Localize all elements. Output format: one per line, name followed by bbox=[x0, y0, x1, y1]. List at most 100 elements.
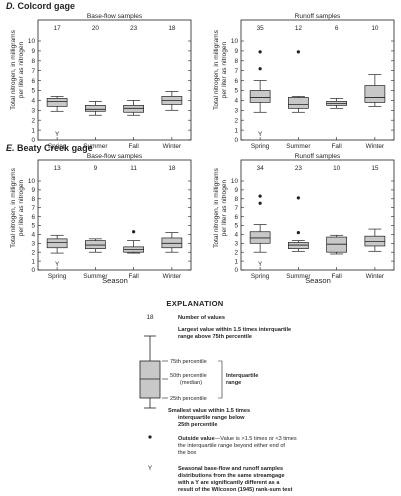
y-tick-label: 0 bbox=[31, 137, 35, 144]
legend-outside-line3: the box bbox=[178, 450, 197, 456]
y-tick-label: 8 bbox=[31, 196, 35, 203]
y-tick-label: 1 bbox=[234, 127, 238, 134]
iqr-box bbox=[85, 240, 106, 249]
panel-title: Runoff samples bbox=[295, 13, 341, 20]
y-tick-label: 1 bbox=[234, 258, 238, 265]
y-tick-label: 6 bbox=[234, 78, 238, 85]
iqr-box bbox=[249, 231, 271, 244]
panel-4: Runoff samples012345678910Spring34Summer… bbox=[231, 153, 395, 280]
legend-p50-line1: 50th percentile bbox=[170, 373, 207, 379]
y-tick-label: 6 bbox=[31, 214, 35, 221]
y-tick-label: 4 bbox=[31, 232, 35, 239]
outlier-point bbox=[296, 231, 300, 235]
y-tick-label: 2 bbox=[31, 249, 35, 256]
y-tick-label: 5 bbox=[31, 88, 35, 95]
legend-outside-line1: Outside value—Value is >1.5 times or <3 … bbox=[178, 436, 297, 442]
x-tick-label: Spring bbox=[48, 273, 67, 280]
sample-count: 9 bbox=[94, 165, 98, 172]
panel-title: Base-flow samples bbox=[87, 13, 143, 20]
x-tick-label: Fall bbox=[331, 143, 341, 150]
legend-y-line3: with a Y are significantly different as … bbox=[177, 480, 280, 486]
panel-d-heading: D. Colcord gage bbox=[6, 1, 75, 11]
y-tick-label: 8 bbox=[234, 58, 238, 65]
ylabel-e2-line2: per liter as nitrogen bbox=[221, 179, 228, 236]
sample-count: 11 bbox=[130, 165, 137, 172]
sample-count: 13 bbox=[54, 165, 62, 172]
y-tick-label: 10 bbox=[28, 38, 36, 45]
plot-frame bbox=[37, 19, 192, 141]
x-tick-label: Spring bbox=[251, 143, 270, 150]
sample-count: 23 bbox=[130, 25, 138, 32]
y-tick-label: 2 bbox=[234, 117, 238, 124]
y-tick-label: 9 bbox=[234, 187, 238, 194]
panel-1: Base-flow samples012345678910Spring17Sum… bbox=[28, 13, 192, 150]
sample-count: 18 bbox=[168, 165, 176, 172]
significance-marker: Y bbox=[258, 261, 263, 268]
ylabel-e-line1: Total nitrogen, in milligrams bbox=[10, 167, 17, 248]
sample-count: 35 bbox=[257, 25, 265, 32]
sample-count: 15 bbox=[371, 165, 379, 172]
sample-count: 20 bbox=[92, 25, 100, 32]
y-tick-label: 3 bbox=[31, 241, 35, 248]
legend-outside-bold: Outside value bbox=[178, 436, 215, 442]
plot-frame bbox=[240, 159, 395, 271]
panel-d-name: Colcord gage bbox=[18, 1, 76, 11]
legend-outside-value-dot bbox=[148, 435, 152, 439]
sample-count: 10 bbox=[333, 165, 341, 172]
legend-count-example: 18 bbox=[146, 314, 154, 321]
panel-2: Runoff samples012345678910Spring35Summer… bbox=[231, 13, 395, 150]
legend-y-line1: Seasonal base-flow and runoff samples bbox=[178, 466, 283, 472]
y-tick-label: 4 bbox=[31, 98, 35, 105]
y-tick-label: 0 bbox=[234, 267, 238, 274]
y-tick-label: 8 bbox=[31, 58, 35, 65]
y-tick-label: 7 bbox=[31, 205, 35, 212]
iqr-box bbox=[123, 104, 144, 113]
legend-iqr-bracket bbox=[218, 360, 223, 399]
iqr-box bbox=[288, 97, 309, 109]
significance-marker: Y bbox=[258, 131, 263, 138]
y-tick-label: 9 bbox=[234, 48, 238, 55]
legend-upper-whisker-line2: range above 75th percentile bbox=[178, 334, 252, 340]
y-tick-label: 1 bbox=[31, 127, 35, 134]
y-tick-label: 7 bbox=[234, 205, 238, 212]
x-tick-label: Winter bbox=[366, 273, 385, 280]
xlabel-e-right: Season bbox=[305, 276, 331, 285]
panel-3: Base-flow samples012345678910Spring13Sum… bbox=[28, 153, 192, 280]
x-tick-label: Spring bbox=[251, 273, 270, 280]
iqr-box bbox=[364, 85, 386, 103]
panel-title: Base-flow samples bbox=[87, 153, 143, 160]
legend-lower-whisker-line3: 25th percentile bbox=[178, 422, 217, 428]
x-tick-label: Summer bbox=[286, 143, 311, 150]
panel-e-letter: E. bbox=[6, 143, 15, 153]
y-tick-label: 9 bbox=[31, 187, 35, 194]
y-tick-label: 10 bbox=[28, 178, 36, 185]
iqr-box bbox=[161, 237, 183, 249]
ylabel-d2-line1: Total nitrogen, in milligrams bbox=[213, 29, 220, 110]
y-tick-label: 3 bbox=[234, 108, 238, 115]
y-tick-label: 3 bbox=[234, 241, 238, 248]
sample-count: 6 bbox=[335, 25, 339, 32]
outlier-point bbox=[296, 196, 300, 200]
iqr-box bbox=[46, 238, 68, 249]
legend-upper-whisker-line1: Largest value within 1.5 times interquar… bbox=[178, 327, 291, 333]
explanation-legend: EXPLANATION 18 Number of values Largest … bbox=[139, 299, 297, 493]
legend-box bbox=[139, 360, 161, 399]
y-tick-label: 3 bbox=[31, 108, 35, 115]
iqr-box bbox=[46, 98, 68, 107]
y-tick-label: 4 bbox=[234, 98, 238, 105]
y-tick-label: 9 bbox=[31, 48, 35, 55]
y-tick-label: 10 bbox=[231, 38, 239, 45]
y-tick-label: 0 bbox=[31, 267, 35, 274]
x-tick-label: Fall bbox=[331, 273, 341, 280]
outlier-point bbox=[258, 201, 262, 205]
sample-count: 23 bbox=[295, 165, 303, 172]
significance-marker: Y bbox=[55, 261, 60, 268]
sample-count: 34 bbox=[257, 165, 265, 172]
sample-count: 10 bbox=[371, 25, 379, 32]
y-tick-label: 0 bbox=[234, 137, 238, 144]
panel-e-name: Beaty Creek gage bbox=[17, 143, 93, 153]
ylabel-d-line2: per liter as nitrogen bbox=[18, 41, 25, 98]
legend-lower-whisker-line2: interquartile range below bbox=[178, 415, 245, 421]
x-tick-label: Winter bbox=[366, 143, 385, 150]
